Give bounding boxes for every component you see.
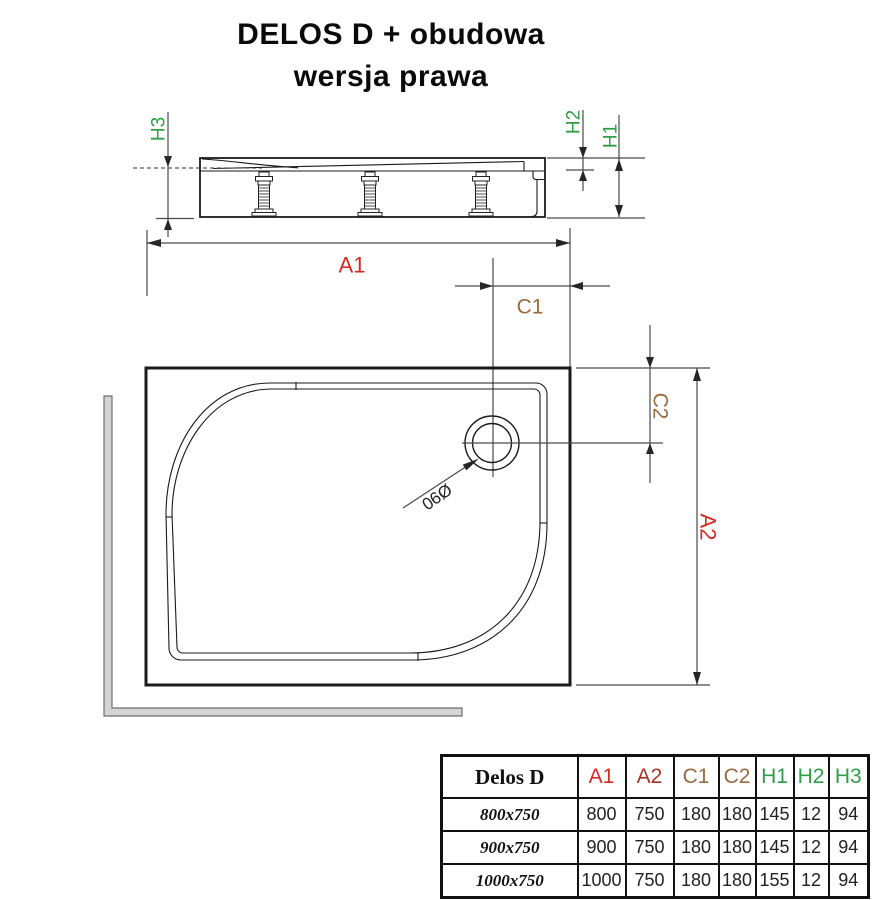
dimension-label-a1: A1 (339, 253, 366, 278)
table-row: 800x750 800 750 180 180 145 12 94 (440, 797, 870, 832)
table-header-cell: H2 (792, 754, 830, 799)
drain-diameter-label: Ø90 (418, 480, 455, 514)
adjustable-foot (251, 171, 277, 217)
table-cell: 180 (717, 797, 757, 832)
adjustable-foot (357, 171, 383, 217)
dimension-label-h3: H3 (149, 117, 170, 141)
table-header-cell: C1 (672, 754, 720, 799)
title-line-2: wersja prawa (293, 60, 489, 93)
table-cell: 180 (717, 863, 757, 899)
table-cell: 145 (754, 797, 795, 832)
table-cell: 750 (624, 830, 675, 865)
table-header-row: Delos D A1 A2 C1 C2 H1 H2 H3 (440, 754, 870, 799)
table-header-cell: C2 (717, 754, 757, 799)
table-row: 1000x750 1000 750 180 180 155 12 94 (440, 863, 870, 899)
dimension-table: Delos D A1 A2 C1 C2 H1 H2 H3 800x750 800… (440, 754, 870, 899)
title-line-1: DELOS D + obudowa (237, 18, 545, 51)
table-row: 900x750 900 750 180 180 145 12 94 (440, 830, 870, 865)
table-cell: 12 (792, 830, 830, 865)
table-header-cell: H1 (754, 754, 795, 799)
tray-inner-outline (165, 382, 548, 661)
table-cell: 750 (624, 863, 675, 899)
tray-inner-outline-2 (171, 388, 541, 654)
table-cell: 94 (827, 863, 870, 899)
table-cell: 900x750 (440, 830, 579, 865)
table-cell: 1000 (576, 863, 627, 899)
side-view-drawing (133, 157, 546, 218)
table-cell: 145 (754, 830, 795, 865)
dimension-diagram: H3 H2 H1 A1 C1 (103, 110, 720, 717)
table-header-cell: Delos D (440, 754, 579, 799)
dimension-label-c2: C2 (649, 393, 672, 420)
dimension-label-h2: H2 (564, 110, 585, 134)
table-cell: 800x750 (440, 797, 579, 832)
table-cell: 155 (754, 863, 795, 899)
table-cell: 94 (827, 830, 870, 865)
table-cell: 1000x750 (440, 863, 579, 899)
table-cell: 12 (792, 863, 830, 899)
table-header-cell: H3 (827, 754, 870, 799)
wall-profile (103, 395, 463, 717)
table-header-cell: A2 (624, 754, 675, 799)
table-cell: 750 (624, 797, 675, 832)
adjustable-foot (468, 171, 494, 217)
table-cell: 180 (672, 830, 720, 865)
top-view-dimensions: C2 A2 (576, 325, 720, 686)
table-cell: 180 (672, 797, 720, 832)
dimension-label-h1: H1 (601, 124, 622, 148)
dimension-label-c1: C1 (517, 295, 544, 318)
dimension-label-a2: A2 (695, 514, 720, 541)
table-cell: 94 (827, 797, 870, 832)
table-cell: 12 (792, 797, 830, 832)
table-cell: 180 (672, 863, 720, 899)
table-cell: 180 (717, 830, 757, 865)
side-view-outline (199, 157, 546, 218)
table-cell: 900 (576, 830, 627, 865)
drain-leader-arrow (462, 458, 479, 471)
top-view-outline (144, 366, 572, 687)
page-title: DELOS D + obudowa wersja prawa (1, 14, 781, 98)
top-view-drawing: Ø90 (103, 366, 663, 717)
table-cell: 800 (576, 797, 627, 832)
table-header-cell: A1 (576, 754, 627, 799)
